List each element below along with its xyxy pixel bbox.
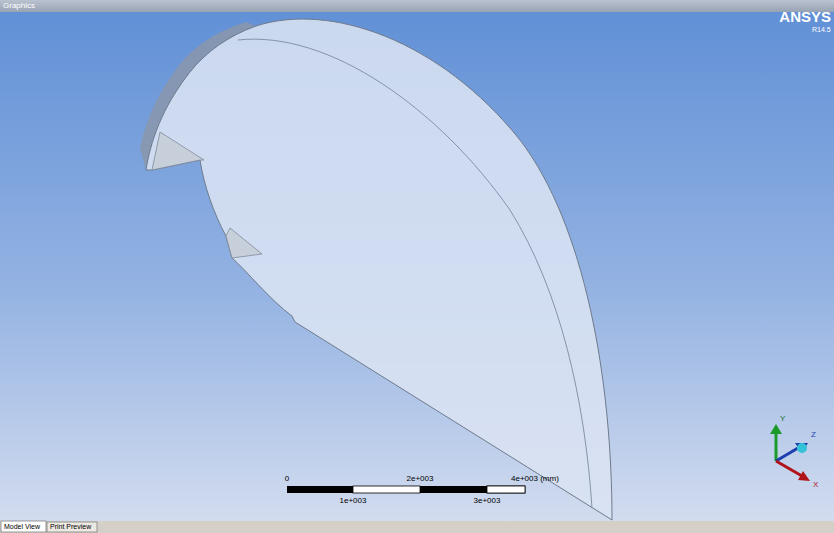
scale-segment	[287, 486, 353, 493]
triad-ball	[797, 443, 807, 453]
tab-label: Model View	[4, 523, 40, 530]
y-axis	[775, 432, 778, 461]
scale-value: 1e+003	[340, 497, 367, 505]
tab-bar	[0, 521, 834, 533]
x-arrowhead	[798, 471, 810, 481]
x-axis	[776, 461, 802, 476]
window-title: Graphics	[3, 2, 35, 10]
axis-label: Y	[780, 415, 785, 423]
viewport-background	[0, 0, 834, 521]
brand-logo: ANSYS	[779, 9, 831, 24]
tab	[47, 522, 97, 532]
version-label: R14.5	[812, 26, 831, 33]
scale-segment	[487, 486, 525, 493]
scale-segment	[353, 486, 420, 493]
notch-face	[152, 132, 204, 170]
z-axis	[776, 448, 798, 461]
scale-segment	[420, 486, 487, 493]
tab-label: Print Preview	[50, 523, 91, 530]
tab	[1, 521, 46, 532]
scale-segment	[487, 486, 525, 493]
model-edge	[238, 39, 592, 508]
axis-label: X	[813, 481, 818, 489]
title-bar	[0, 0, 834, 12]
scale-value: 2e+003	[407, 475, 434, 483]
scale-value: 0	[285, 475, 289, 483]
axis-label: Z	[811, 431, 816, 439]
y-arrowhead	[770, 424, 782, 434]
scale-value: 3e+003	[474, 497, 501, 505]
notch-face	[226, 228, 262, 258]
z-arrowhead	[795, 443, 808, 453]
model-surface	[146, 19, 612, 520]
scale-value: 4e+003 (mm)	[511, 475, 559, 483]
